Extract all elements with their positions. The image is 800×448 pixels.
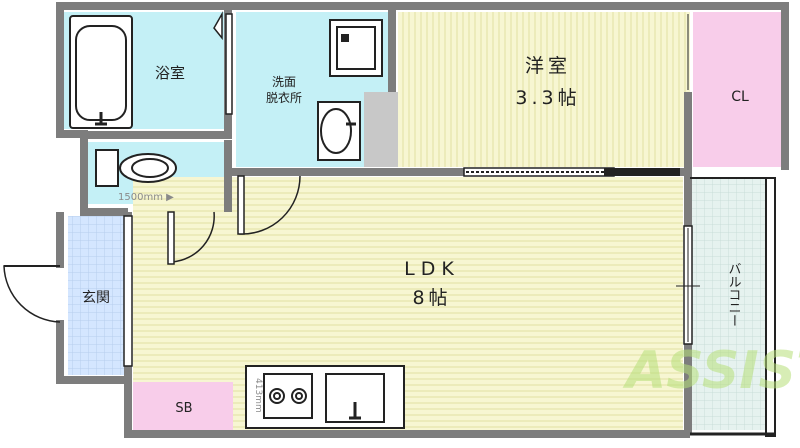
- ldk-label: LDK: [404, 258, 460, 280]
- wall-bath-toilet: [84, 131, 232, 139]
- washing-machine-icon: [329, 19, 383, 77]
- dimension-kitchen: 413mm: [253, 378, 263, 413]
- washroom-label-line1: 洗面: [272, 75, 296, 89]
- kitchen-counter: [245, 365, 405, 429]
- ldk-size: 8帖: [412, 287, 451, 309]
- bedroom-label: 洋室: [525, 55, 571, 77]
- bedroom-size: 3.3帖: [515, 87, 580, 109]
- entrance-label: 玄関: [82, 289, 110, 306]
- bath-door[interactable]: [213, 11, 223, 41]
- bathtub-icon: [69, 15, 133, 129]
- bath-label: 浴室: [155, 64, 185, 82]
- svg-text:ASSIST: ASSIST: [622, 341, 800, 401]
- toilet-icon: [95, 149, 177, 187]
- entrance-partition: [123, 215, 133, 367]
- washbasin-icon: [317, 101, 361, 161]
- entrance-floor: [68, 216, 126, 375]
- shoe-box-label: SB: [175, 401, 192, 416]
- toilet-door[interactable]: [167, 211, 215, 265]
- balcony-floor: [690, 178, 770, 430]
- closet-label: CL: [731, 89, 749, 105]
- entrance-door[interactable]: [3, 265, 61, 323]
- dimension-top: 1500mm ▶: [118, 192, 174, 203]
- balcony-label: バルコニー: [726, 262, 742, 327]
- bedroom-floor: [398, 12, 690, 167]
- closet-floor: [693, 12, 781, 167]
- watermark-logo: ASSIST: [622, 341, 800, 401]
- shoe-box-floor: [133, 382, 233, 430]
- balcony-window[interactable]: [676, 225, 700, 345]
- bedroom-sliding-door[interactable]: [463, 167, 680, 177]
- washroom-door[interactable]: [237, 175, 301, 235]
- washroom-label-line2: 脱衣所: [266, 90, 302, 105]
